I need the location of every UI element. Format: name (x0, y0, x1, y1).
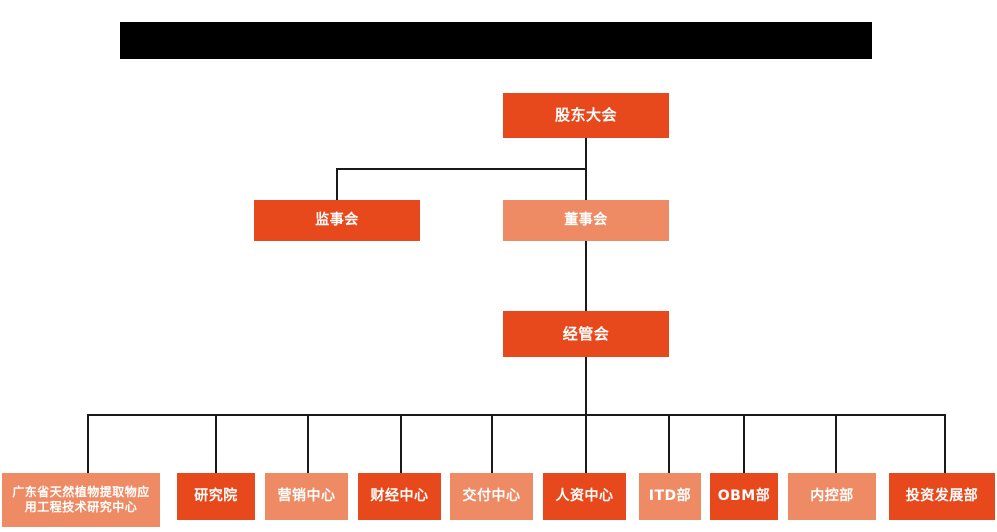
connector-management-down (585, 357, 587, 415)
connector-shareholders-down (585, 138, 587, 169)
node-shareholders-meeting[interactable]: 股东大会 (503, 93, 669, 138)
node-label-board-of-directors: 董事会 (564, 211, 608, 228)
node-label-itd-department: ITD部 (648, 487, 692, 504)
connector-to-supervisors (336, 168, 338, 200)
connector-drop-research-institute (215, 414, 217, 473)
node-hr-center[interactable]: 人资中心 (543, 473, 626, 520)
node-obm-department[interactable]: OBM部 (710, 473, 778, 520)
node-label-shareholders-meeting: 股东大会 (554, 106, 617, 125)
node-guangdong-research-center[interactable]: 广东省天然植物提取物应 用工程技术研究中心 (2, 473, 160, 527)
connector-drop-hr-center (585, 414, 587, 473)
node-finance-center[interactable]: 财经中心 (358, 473, 441, 520)
connector-drop-marketing-center (307, 414, 309, 473)
node-itd-department[interactable]: ITD部 (639, 473, 701, 520)
node-label-internal-control-department: 内控部 (810, 487, 854, 504)
node-label-obm-department: OBM部 (717, 487, 771, 504)
node-label-board-of-supervisors: 监事会 (315, 211, 359, 228)
connector-drop-guangdong-research-center (87, 414, 89, 473)
connector-drop-internal-control-department (835, 414, 837, 473)
connector-directors-to-management (585, 241, 587, 311)
node-label-marketing-center: 营销中心 (277, 487, 336, 504)
node-label-investment-development-department: 投资发展部 (905, 487, 979, 504)
node-management-committee[interactable]: 经管会 (503, 311, 669, 357)
connector-drop-investment-development-department (944, 414, 946, 473)
node-label-finance-center: 财经中心 (370, 487, 429, 504)
node-investment-development-department[interactable]: 投资发展部 (889, 473, 995, 520)
connector-department-bus (87, 414, 946, 416)
node-label-delivery-center: 交付中心 (462, 487, 521, 504)
redacted-title-bar (120, 22, 872, 59)
connector-drop-delivery-center (491, 414, 493, 473)
node-board-of-supervisors[interactable]: 监事会 (254, 200, 420, 241)
node-marketing-center[interactable]: 营销中心 (265, 473, 348, 520)
node-board-of-directors[interactable]: 董事会 (503, 200, 669, 241)
connector-drop-obm-department (743, 414, 745, 473)
node-label-management-committee: 经管会 (562, 324, 610, 343)
connector-level2-bus (336, 168, 587, 170)
node-research-institute[interactable]: 研究院 (177, 473, 255, 520)
connector-drop-itd-department (668, 414, 670, 473)
connector-to-directors (585, 168, 587, 200)
node-delivery-center[interactable]: 交付中心 (450, 473, 533, 520)
node-label-research-institute: 研究院 (194, 487, 238, 504)
node-label-hr-center: 人资中心 (555, 487, 614, 504)
node-label-guangdong-research-center: 广东省天然植物提取物应 用工程技术研究中心 (12, 485, 150, 514)
connector-drop-finance-center (400, 414, 402, 473)
node-internal-control-department[interactable]: 内控部 (788, 473, 876, 520)
